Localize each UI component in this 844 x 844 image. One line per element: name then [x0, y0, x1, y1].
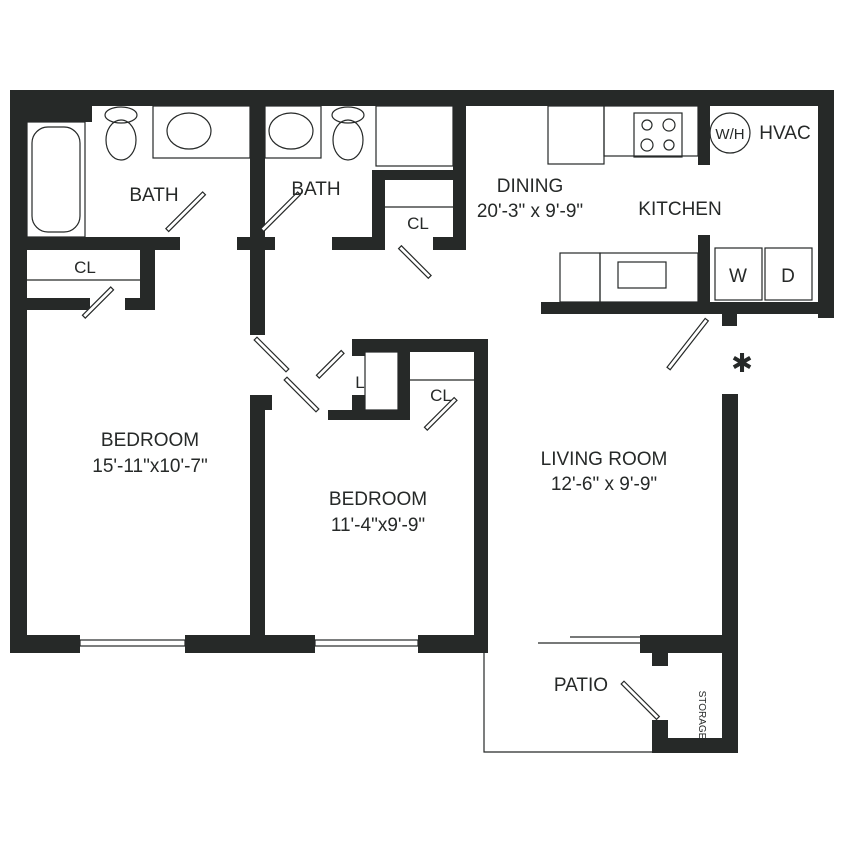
refrigerator — [547, 105, 605, 165]
room-label-closet: CL — [407, 214, 429, 233]
doors[interactable] — [81, 191, 710, 721]
walls — [10, 90, 834, 753]
shower — [375, 105, 454, 167]
room-label-patio: PATIO — [554, 675, 608, 696]
room-label-closet: CL — [430, 386, 452, 405]
water-heater-icon — [709, 112, 751, 154]
room-label-dining: DINING — [497, 176, 564, 197]
washer-label: W — [729, 266, 747, 287]
vanity — [152, 105, 251, 159]
room-dims-dining: 20'-3" x 9'-9" — [477, 201, 583, 222]
room-label-storage: STORAGE — [696, 691, 707, 740]
room-label-bedroom: BEDROOM — [101, 430, 199, 451]
room-dims-bedroom: 11'-4"x9'-9" — [331, 515, 425, 536]
counter — [599, 252, 699, 303]
fixtures — [26, 105, 813, 411]
labels: BATH BATH CL CL CL L DINING 20'-3" x 9'-… — [74, 123, 811, 740]
room-dims-living: 12'-6" x 9'-9" — [551, 474, 657, 495]
windows-and-railing — [79, 636, 652, 753]
dryer-label: D — [781, 266, 795, 287]
room-dims-bedroom: 15'-11"x10'-7" — [92, 456, 207, 477]
room-label-bedroom: BEDROOM — [329, 489, 427, 510]
room-label-linen: L — [355, 373, 364, 392]
sink-icon — [166, 112, 212, 150]
dryer — [764, 247, 813, 301]
dishwasher — [559, 252, 601, 303]
room-label-closet: CL — [74, 258, 96, 277]
bathtub — [26, 121, 86, 238]
room-label-bath: BATH — [129, 185, 178, 206]
hvac-label: HVAC — [759, 123, 810, 144]
counter — [603, 105, 699, 157]
room-label-kitchen: KITCHEN — [638, 199, 721, 220]
stove-icon — [633, 112, 683, 158]
toilet-icon — [332, 119, 364, 161]
room-label-living: LIVING ROOM — [541, 449, 668, 470]
kitchen-sink-icon — [617, 261, 667, 289]
room-label-bath: BATH — [291, 179, 340, 200]
sink-icon — [268, 112, 314, 150]
toilet-icon — [105, 119, 137, 161]
washer — [714, 247, 763, 301]
water-heater-label: W/H — [715, 126, 744, 143]
asterisk-icon: ✱ — [731, 348, 753, 378]
